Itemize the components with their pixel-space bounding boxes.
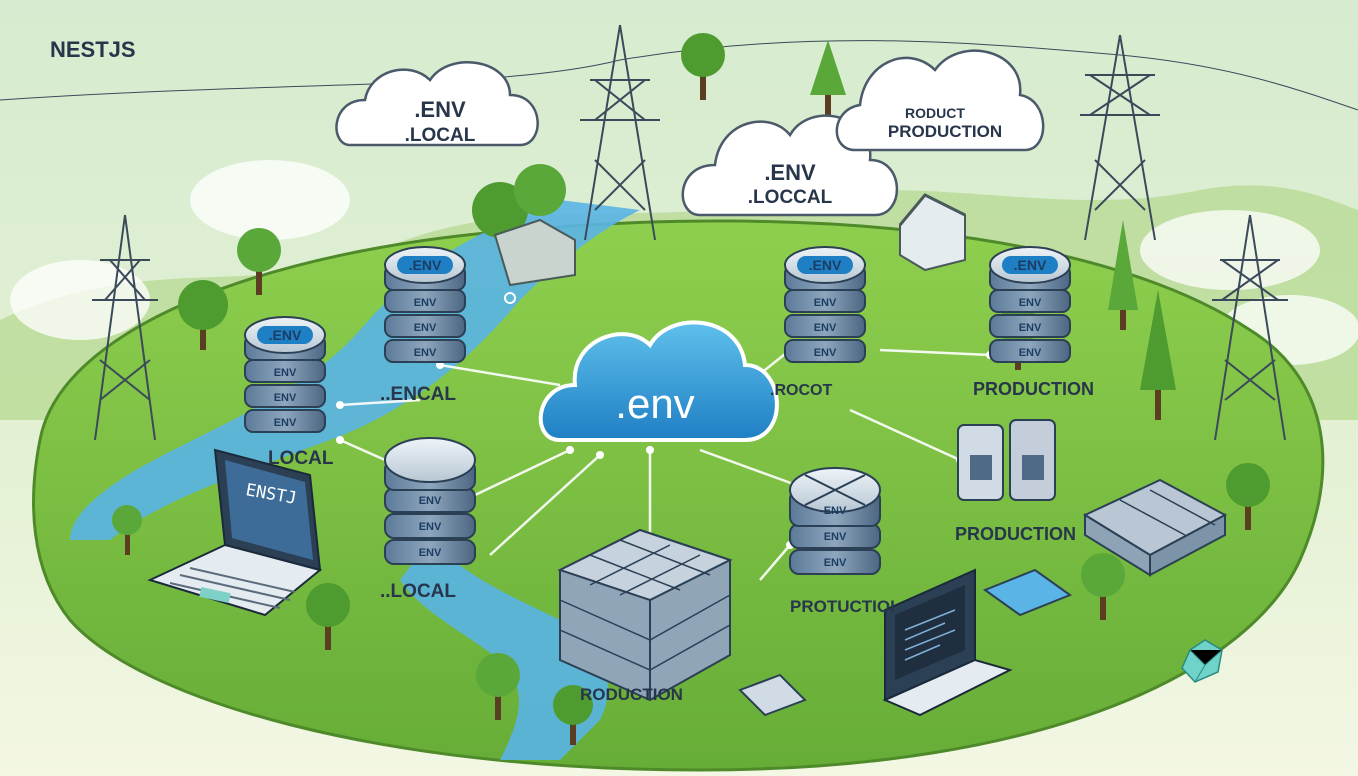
trees <box>112 33 1270 745</box>
label-production-mid: PRODUCTION <box>955 524 1076 544</box>
brand-title: NESTJS <box>50 37 136 62</box>
server-layer-label: ENV <box>414 347 437 359</box>
cloud-env-local: .ENV .LOCAL <box>335 61 539 147</box>
cloud-line2: PRODUCTION <box>888 122 1002 141</box>
label-local-bottom: ..LOCAL <box>380 581 456 602</box>
tree-icon <box>1226 463 1270 530</box>
server-layer-label: ENV <box>274 417 297 429</box>
cloud-production: RODUCT PRODUCTION <box>835 49 1045 152</box>
database-server: .ENV ENV ENV ENV <box>244 316 326 433</box>
tree-icon <box>237 228 281 295</box>
cloud-line1: RODUCT <box>905 105 965 121</box>
label-rocot: .ROCOT <box>770 382 832 399</box>
pylon-icon <box>1080 34 1160 241</box>
pylon-icon <box>580 24 660 241</box>
server-layer-label: ENV <box>814 322 837 334</box>
tree-icon <box>476 653 520 720</box>
database-server: .ENV ENV ENV ENV <box>989 246 1071 363</box>
tree-icon <box>1081 553 1125 620</box>
tree-icon <box>553 685 593 745</box>
pylon-icon <box>1212 214 1288 441</box>
server-layer-label: ENV <box>414 297 437 309</box>
server-layer-label: ENV <box>824 557 847 569</box>
server-layer-label: ENV <box>1019 347 1042 359</box>
server-layer-label: ENV <box>814 347 837 359</box>
server-layer-label: ENV <box>419 521 442 533</box>
background-clouds <box>10 160 1358 365</box>
server-layer-label: ENV <box>414 322 437 334</box>
server-cabinet-icon <box>957 419 1056 501</box>
gem-icon <box>1181 639 1223 683</box>
server-layer-label: ENV <box>419 547 442 559</box>
server-layer-label: ENV <box>1019 322 1042 334</box>
env-hub-cloud: .env <box>538 320 779 442</box>
server-layer-label: ENV <box>419 495 442 507</box>
server-cap-label: .ENV <box>409 257 442 273</box>
server-rack-cluster <box>557 528 733 702</box>
label-local-left: LOCAL <box>268 448 334 469</box>
tree-icon <box>112 505 142 555</box>
cloud-line2: .LOCAL <box>405 125 476 146</box>
panel-icon <box>1082 478 1228 577</box>
laptop-icon: ENSTJ <box>147 448 323 617</box>
river-upper <box>70 200 640 540</box>
tree-icon <box>810 40 846 115</box>
cloud-line1: .ENV <box>764 160 816 185</box>
database-server: .ENV ENV ENV ENV <box>784 246 866 363</box>
house-icon <box>898 193 966 272</box>
tree-icon <box>178 280 228 350</box>
tree-icon <box>681 33 725 100</box>
power-line <box>0 40 1358 111</box>
label-protuction: PROTUCTIOI <box>790 597 895 616</box>
hub-label: .env <box>615 380 694 427</box>
laptop-icon <box>882 568 1013 717</box>
server-cap-label: .ENV <box>1014 257 1047 273</box>
tree-icon <box>1140 290 1176 420</box>
server-layer-label: ENV <box>814 297 837 309</box>
label-production-bottom: RODUCTION <box>580 685 683 704</box>
database-server: ENV ENV ENV <box>384 437 476 565</box>
label-production-right: PRODUCTION <box>973 379 1094 399</box>
server-layer-label: ENV <box>824 505 847 517</box>
pylon-icon <box>92 214 158 441</box>
cloud-line2: .LOCCAL <box>748 187 833 208</box>
server-layer-label: ENV <box>274 392 297 404</box>
panel-icon <box>982 568 1073 617</box>
database-server: .ENV ENV ENV ENV <box>384 246 466 363</box>
house-icon <box>493 218 576 287</box>
tree-icon <box>306 583 350 650</box>
server-layer-label: ENV <box>1019 297 1042 309</box>
cloud-line1: .ENV <box>414 97 466 122</box>
database-server: ENV ENV ENV <box>789 467 881 575</box>
server-cap-label: .ENV <box>809 257 842 273</box>
label-encal: ..ENCAL <box>380 384 456 405</box>
device-icon <box>738 673 807 717</box>
server-layer-label: ENV <box>824 531 847 543</box>
server-layer-label: ENV <box>274 367 297 379</box>
server-cap-label: .ENV <box>269 327 302 343</box>
tree-icon <box>1108 220 1138 330</box>
tree-icon <box>472 164 566 238</box>
